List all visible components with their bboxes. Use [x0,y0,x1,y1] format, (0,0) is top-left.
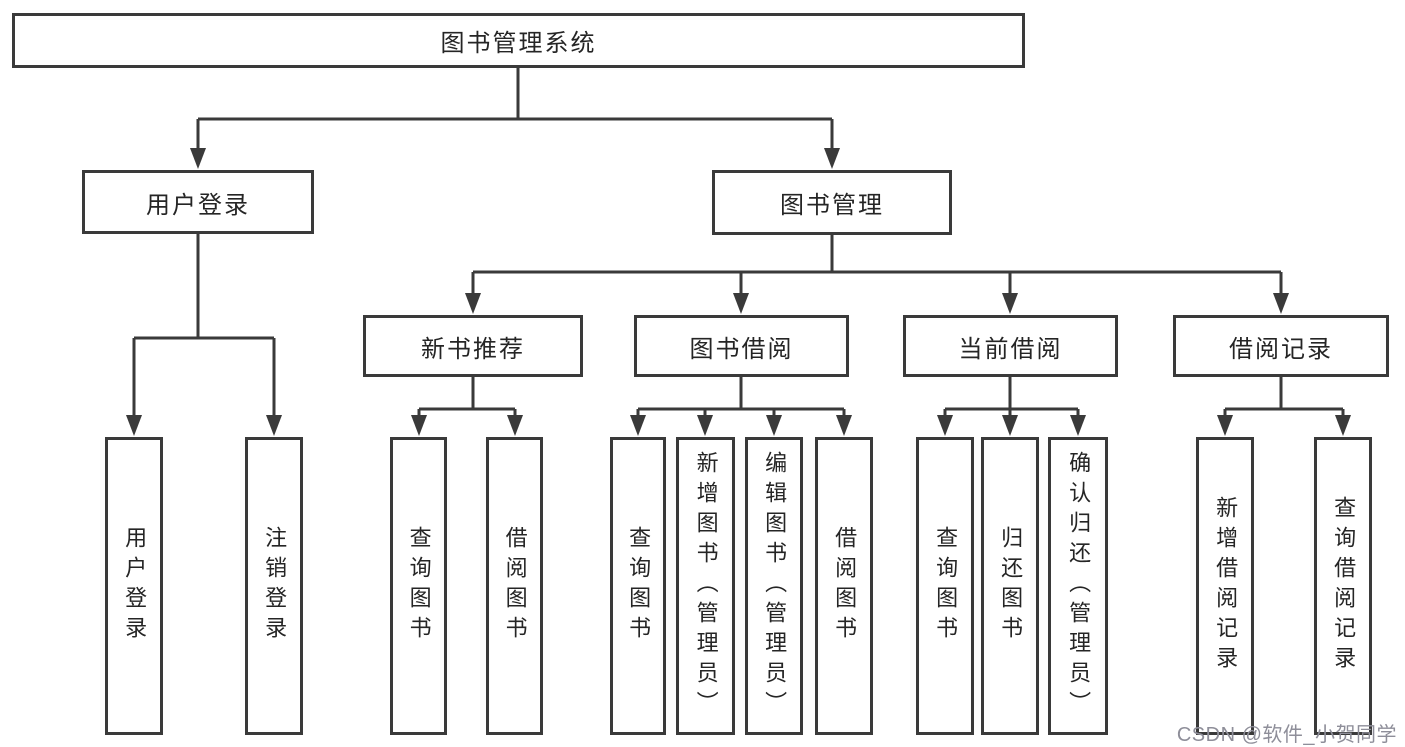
node-leaf-cb-query-books: 查询图书 [916,437,974,735]
node-borrowing-records-label: 借阅记录 [1229,335,1333,363]
node-leaf-bb-edit-books-admin-label: 编辑图书（管理员） [762,451,788,721]
arrow-down-icon [733,293,749,314]
node-user-login-branch: 用户登录 [82,170,314,234]
node-leaf-nbr-query-books-label: 查询图书 [406,526,432,646]
node-leaf-user-login: 用户登录 [105,437,163,735]
connector-path [132,68,1345,420]
arrowhead-icons [126,148,1351,436]
node-leaf-bb-add-books-admin: 新增图书（管理员） [676,437,735,735]
node-leaf-nbr-borrow-books: 借阅图书 [486,437,543,735]
arrow-down-icon [1070,415,1086,436]
node-leaf-br-add-record-label: 新增借阅记录 [1213,496,1239,676]
node-leaf-logout-label: 注销登录 [262,526,288,646]
arrow-down-icon [1002,415,1018,436]
arrow-down-icon [266,415,282,436]
node-leaf-br-add-record: 新增借阅记录 [1196,437,1254,735]
node-leaf-bb-query-books-label: 查询图书 [626,526,652,646]
node-leaf-user-login-label: 用户登录 [122,526,148,646]
node-new-book-recommend-label: 新书推荐 [421,335,525,363]
csdn-watermark: CSDN @软件_小贺同学 [1176,724,1397,746]
node-root-label: 图书管理系统 [440,30,597,57]
arrow-down-icon [1002,293,1018,314]
arrow-down-icon [836,415,852,436]
node-book-borrowing-label: 图书借阅 [689,335,794,363]
arrow-down-icon [465,293,481,314]
node-leaf-bb-query-books: 查询图书 [610,437,666,735]
arrow-down-icon [630,415,646,436]
arrow-down-icon [507,415,523,436]
node-new-book-recommend: 新书推荐 [363,315,583,377]
node-leaf-cb-return-books: 归还图书 [981,437,1039,735]
node-leaf-cb-return-books-label: 归还图书 [998,526,1024,646]
arrow-down-icon [1335,415,1351,436]
node-leaf-nbr-borrow-books-label: 借阅图书 [502,526,528,646]
node-leaf-logout: 注销登录 [245,437,303,735]
node-borrowing-records: 借阅记录 [1173,315,1389,377]
node-root: 图书管理系统 [12,13,1025,68]
node-leaf-cb-confirm-return-admin: 确认归还（管理员） [1048,437,1108,735]
node-leaf-br-query-record-label: 查询借阅记录 [1331,496,1357,676]
node-current-borrowing-label: 当前借阅 [958,335,1063,363]
arrow-down-icon [766,415,782,436]
node-book-borrowing: 图书借阅 [634,315,849,377]
arrow-down-icon [824,148,840,169]
node-leaf-bb-borrow-books: 借阅图书 [815,437,873,735]
node-leaf-cb-confirm-return-admin-label: 确认归还（管理员） [1066,451,1092,721]
arrow-down-icon [126,415,142,436]
node-book-management-label: 图书管理 [780,192,884,219]
node-leaf-br-query-record: 查询借阅记录 [1314,437,1372,735]
node-leaf-nbr-query-books: 查询图书 [390,437,447,735]
node-leaf-cb-query-books-label: 查询图书 [933,526,959,646]
node-book-management: 图书管理 [712,170,952,235]
arrow-down-icon [1273,293,1289,314]
node-user-login-branch-label: 用户登录 [146,191,250,219]
node-leaf-bb-add-books-admin-label: 新增图书（管理员） [693,451,719,721]
arrow-down-icon [1217,415,1233,436]
arrow-down-icon [411,415,427,436]
arrow-down-icon [697,415,713,436]
node-leaf-bb-borrow-books-label: 借阅图书 [832,526,858,646]
arrow-down-icon [190,148,206,169]
arrow-down-icon [937,415,953,436]
node-leaf-bb-edit-books-admin: 编辑图书（管理员） [745,437,803,735]
node-current-borrowing: 当前借阅 [903,315,1118,377]
